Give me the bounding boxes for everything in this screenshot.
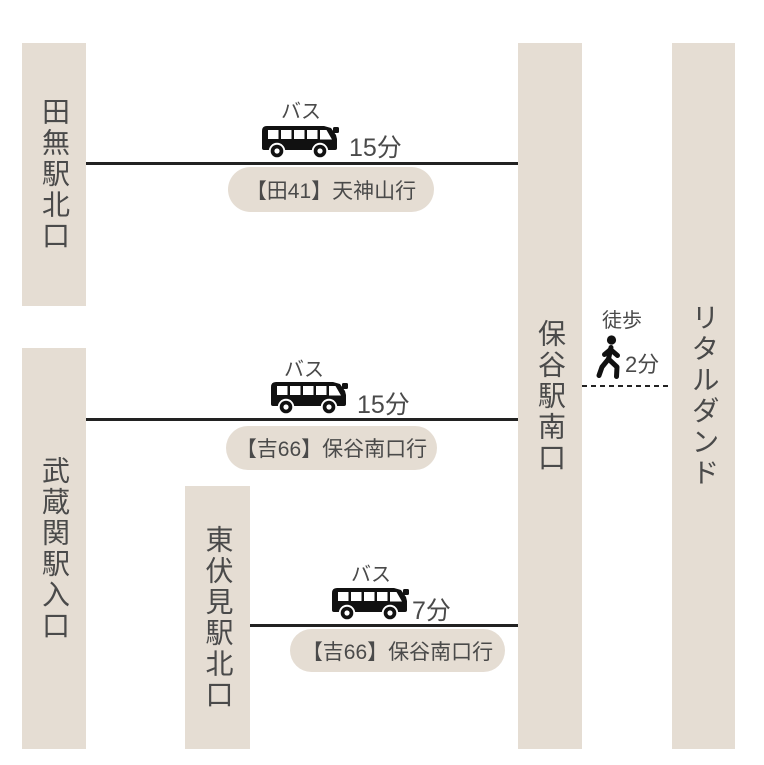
route-3-mode-label: バス bbox=[351, 564, 391, 586]
station-bar-tanashi: 田無駅北口 bbox=[22, 43, 86, 306]
route-2-duration: 15分 bbox=[357, 391, 410, 419]
walk-duration: 2分 bbox=[625, 352, 660, 377]
route-line-3 bbox=[250, 624, 518, 627]
station-bar-hoya: 保谷駅南口 bbox=[518, 43, 582, 749]
bus-icon bbox=[261, 124, 341, 166]
station-bar-higashifushimi: 東伏見駅北口 bbox=[185, 486, 250, 749]
bus-icon bbox=[331, 586, 411, 628]
route-line-1 bbox=[86, 162, 518, 165]
destination-bar-ritardando: リタルダンド bbox=[672, 43, 735, 749]
destination-label-ritardando: リタルダンド bbox=[688, 303, 720, 489]
route-line-2 bbox=[86, 418, 518, 421]
route-3-duration: 7分 bbox=[412, 597, 451, 625]
station-label-hoya: 保谷駅南口 bbox=[535, 318, 566, 474]
route-2-name: 【吉66】保谷南口行 bbox=[235, 438, 428, 461]
route-1-mode-label: バス bbox=[281, 101, 321, 123]
route-2-mode-label: バス bbox=[284, 359, 324, 381]
station-label-higashifushimi: 東伏見駅北口 bbox=[202, 524, 234, 711]
route-1-name-pill: 【田41】天神山行 bbox=[228, 167, 434, 212]
station-bar-musashiseki: 武蔵関駅入口 bbox=[22, 348, 86, 749]
route-1-name: 【田41】天神山行 bbox=[245, 179, 417, 203]
walking-person-icon bbox=[595, 334, 627, 386]
walk-mode-label: 徒歩 bbox=[602, 310, 642, 332]
walk-dashed-line bbox=[582, 385, 672, 387]
station-label-musashiseki: 武蔵関駅入口 bbox=[39, 455, 70, 642]
bus-icon bbox=[270, 380, 350, 422]
route-3-name-pill: 【吉66】保谷南口行 bbox=[290, 629, 505, 672]
route-1-duration: 15分 bbox=[349, 134, 402, 162]
station-label-tanashi: 田無駅北口 bbox=[39, 97, 70, 252]
route-3-name: 【吉66】保谷南口行 bbox=[301, 640, 494, 664]
route-2-name-pill: 【吉66】保谷南口行 bbox=[226, 426, 437, 470]
